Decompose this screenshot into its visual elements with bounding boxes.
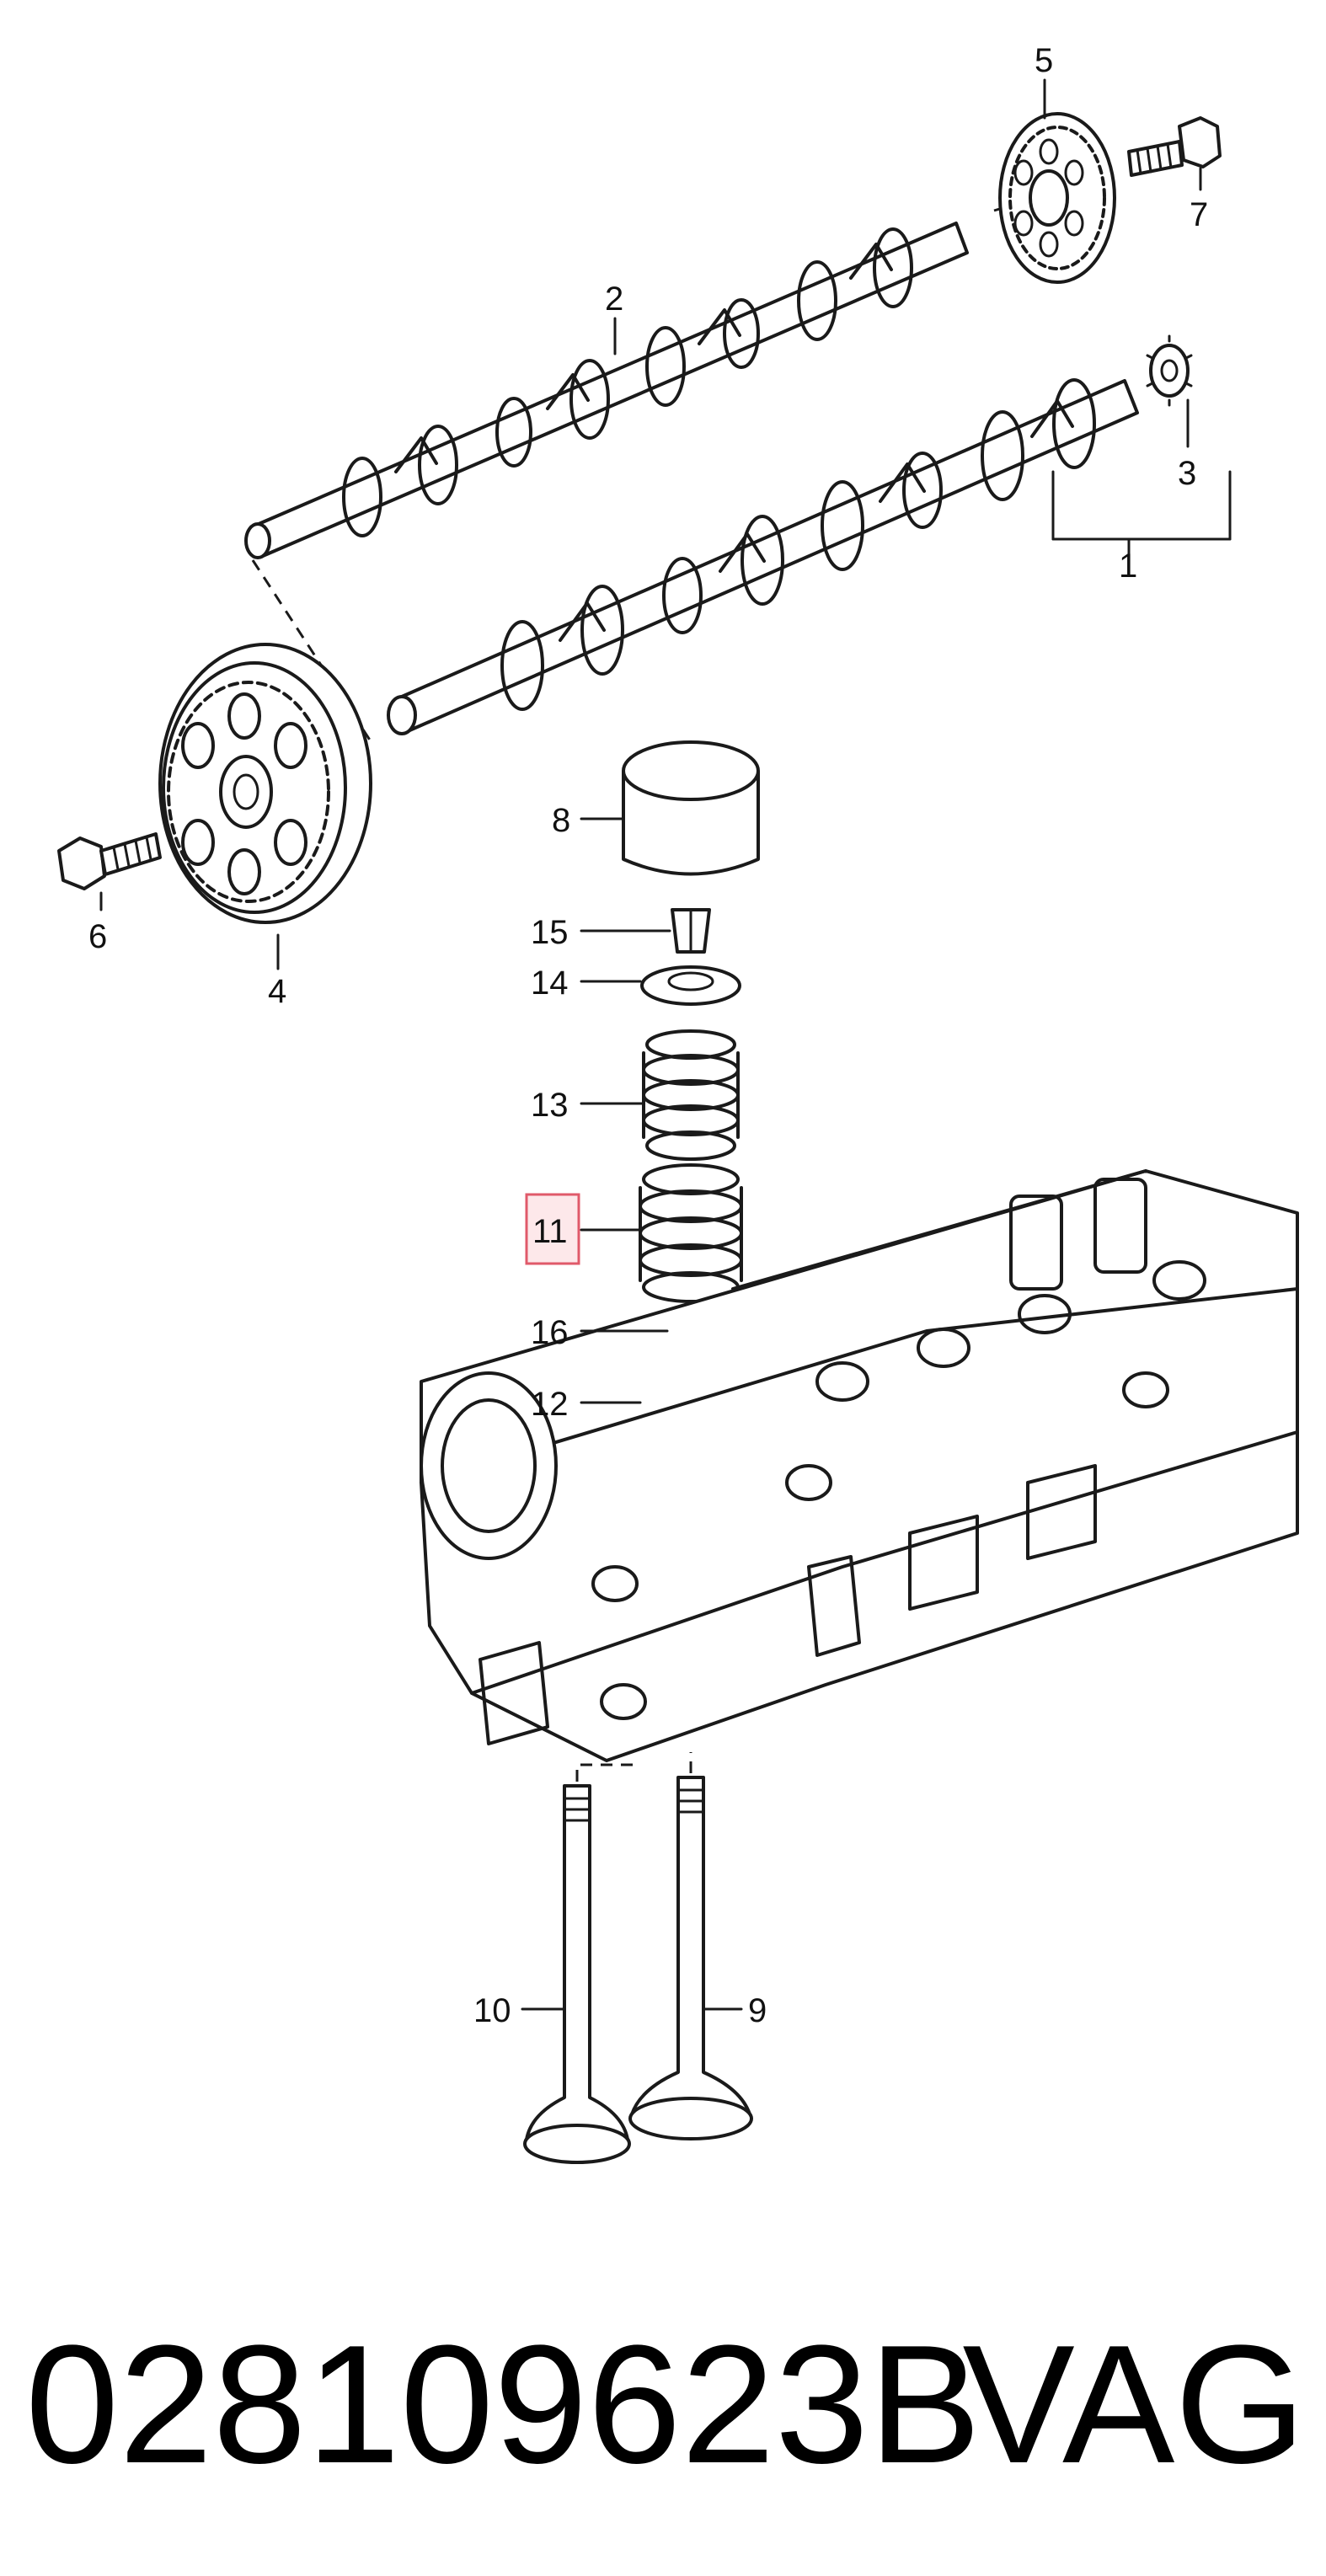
alignment-line xyxy=(251,559,372,742)
bolt-upper xyxy=(1127,116,1222,177)
valve-cotters xyxy=(671,908,711,954)
callout-6: 6 xyxy=(88,918,107,955)
spring-retainer xyxy=(640,965,741,1006)
tappet xyxy=(622,740,760,876)
valve-exhaust xyxy=(523,1784,631,2164)
outer-valve-spring xyxy=(642,1029,740,1161)
valve-alignment-line xyxy=(575,1763,640,1782)
part-number: 028109623B xyxy=(25,2311,981,2499)
brand-name: VAG xyxy=(962,2311,1306,2499)
callout-16: 16 xyxy=(531,1314,569,1351)
callout-15: 15 xyxy=(531,914,569,951)
callout-14: 14 xyxy=(531,965,569,1002)
callout-10: 10 xyxy=(473,1992,511,2029)
callout-9: 9 xyxy=(748,1992,767,2029)
valve-intake xyxy=(628,1776,753,2140)
callout-1: 1 xyxy=(1119,548,1137,585)
callout-3: 3 xyxy=(1178,455,1196,492)
cylinder-head xyxy=(420,1169,1299,1762)
bolt-lower xyxy=(57,832,162,890)
exploded-parts-diagram: 5 7 2 3 1 8 6 4 15 14 13 11 16 12 10 9 xyxy=(57,42,1299,2164)
small-gear xyxy=(1146,334,1193,407)
inner-valve-spring xyxy=(639,1163,743,1303)
callout-8: 8 xyxy=(552,802,570,839)
callout-12: 12 xyxy=(531,1386,569,1423)
callout-5: 5 xyxy=(1035,42,1053,79)
callout-2: 2 xyxy=(605,281,623,318)
callout-4: 4 xyxy=(268,973,286,1010)
end-plate xyxy=(420,1371,558,1560)
footer: 028109623B VAG xyxy=(25,2308,1306,2502)
callout-7: 7 xyxy=(1190,196,1208,233)
camshaft-lower xyxy=(387,378,1139,735)
callout-11: 11 xyxy=(532,1213,568,1250)
sprocket-lower xyxy=(158,643,372,924)
leader-lines xyxy=(99,78,1232,2011)
callout-11-highlight xyxy=(525,1193,580,1265)
camshaft-upper xyxy=(244,222,969,559)
callout-13: 13 xyxy=(531,1087,569,1124)
sprocket-upper xyxy=(998,112,1116,284)
